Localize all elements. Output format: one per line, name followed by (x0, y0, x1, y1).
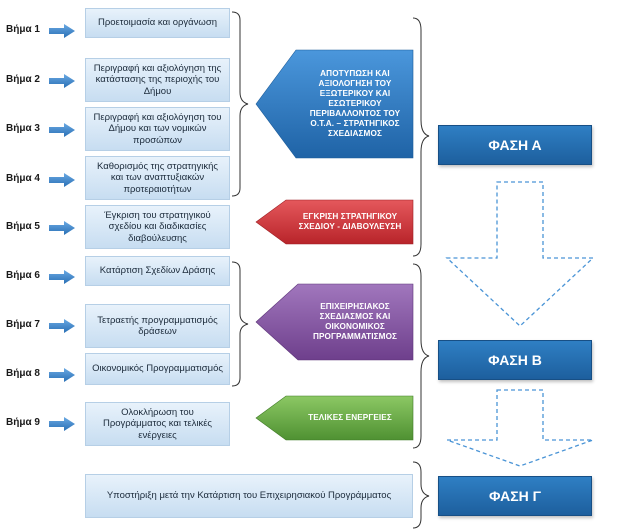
banner-shape-strategic (255, 49, 414, 159)
step-label-9: Βήμα 9 (6, 417, 40, 428)
step-arrow-icon (49, 173, 75, 187)
dashed-arrow-a-b (445, 181, 595, 327)
step-box-5: Έγκριση του στρατηγικού σχεδίου και διαδ… (85, 205, 230, 249)
step-label-2: Βήμα 2 (6, 74, 40, 85)
step-box-7: Τετραετής προγραμματισμός δράσεων (85, 304, 230, 348)
step-label-6: Βήμα 6 (6, 270, 40, 281)
step-arrow-icon (49, 74, 75, 88)
phase-a: ΦΑΣΗ Α (438, 125, 592, 165)
step-box-2: Περιγραφή και αξιολόγηση της κατάστασης … (85, 58, 230, 102)
step-box-4: Καθορισμός της στρατηγικής και των αναπτ… (85, 156, 230, 200)
dashed-arrow-b-c (446, 389, 594, 467)
bracket-phase-a (412, 17, 430, 257)
step-label-7: Βήμα 7 (6, 319, 40, 330)
step-box-9: Ολοκλήρωση του Προγράμματος και τελικές … (85, 402, 230, 446)
step-label-8: Βήμα 8 (6, 368, 40, 379)
step-label-4: Βήμα 4 (6, 173, 40, 184)
phase-b: ΦΑΣΗ Β (438, 340, 592, 380)
step-arrow-icon (49, 24, 75, 38)
banner-final: ΤΕΛΙΚΕΣ ΕΝΕΡΓΕΙΕΣ (308, 413, 392, 422)
banner-strategic: ΑΠΟΤΥΠΩΣΗ ΚΑΙ ΑΞΙΟΛΟΓΗΣΗ ΤΟΥ ΕΞΩΤΕΡΙΚΟΥ … (309, 69, 401, 138)
support-box: Υποστήριξη μετά την Κατάρτιση του Επιχει… (85, 474, 413, 518)
banner-shape-operational (255, 283, 414, 361)
step-box-1: Προετοιμασία και οργάνωση (85, 8, 230, 38)
step-arrow-icon (49, 319, 75, 333)
step-box-3: Περιγραφή και αξιολόγηση του Δήμου και τ… (85, 107, 230, 151)
step-arrow-icon (49, 417, 75, 431)
banner-approval: ΕΓΚΡΙΣΗ ΣΤΡΑΤΗΓΙΚΟΥ ΣΧΕΔΙΟΥ - ΔΙΑΒΟΥΛΕΥΣ… (298, 212, 402, 231)
bracket-steps-1-4 (231, 11, 249, 197)
step-arrow-icon (49, 368, 75, 382)
phase-c: ΦΑΣΗ Γ (438, 476, 592, 516)
step-label-1: Βήμα 1 (6, 24, 40, 35)
bracket-steps-6-8 (231, 261, 249, 387)
step-label-3: Βήμα 3 (6, 123, 40, 134)
step-arrow-icon (49, 221, 75, 235)
step-box-6: Κατάρτιση Σχεδίων Δράσης (85, 256, 230, 286)
step-arrow-icon (49, 270, 75, 284)
banner-shape-final (255, 395, 414, 441)
bracket-phase-c (412, 461, 430, 529)
banner-operational: ΕΠΙΧΕΙΡΗΣΙΑΚΟΣ ΣΧΕΔΙΑΣΜΟΣ ΚΑΙ ΟΙΚΟΝΟΜΙΚΟ… (312, 302, 398, 341)
banner-shape-approval (255, 199, 414, 245)
step-label-5: Βήμα 5 (6, 221, 40, 232)
bracket-phase-b (412, 263, 430, 449)
step-arrow-icon (49, 123, 75, 137)
step-box-8: Οικονομικός Προγραμματισμός (85, 353, 230, 385)
